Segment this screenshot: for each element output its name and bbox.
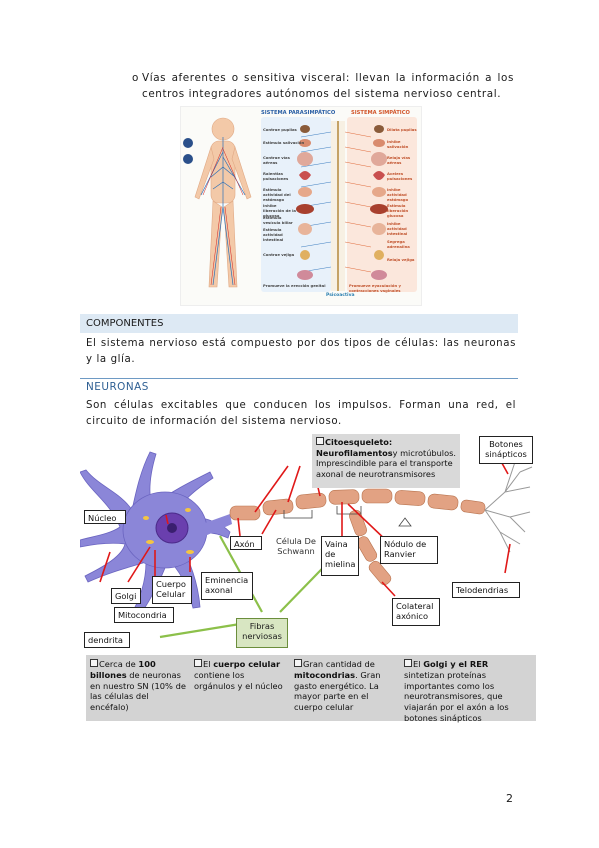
section-rule (80, 378, 518, 379)
myelin-sheath-label: Vaina de mielina (321, 536, 359, 576)
para-label-4: Ralentiza pulsaciones (263, 171, 289, 181)
symp-label-10: Promueve eyaculación y contracciones vag… (349, 283, 401, 293)
para-label-5: Estimula actividad del estómago (263, 187, 291, 202)
psicoactiva-logo: Psicoactiva (326, 293, 355, 298)
para-label-1: Contrae pupilas (263, 127, 297, 132)
symp-label-3: Relaja vías aéreas (387, 155, 411, 165)
symp-label-6: Estimula liberación glucosa (387, 203, 409, 218)
axon-label: Axón (230, 536, 262, 550)
neuron-notes-strip: Cerca de 100 billones de neuronas en nue… (86, 655, 536, 723)
para-label-8: Estimula actividad intestinal (263, 227, 284, 242)
symp-label-7: Inhibe actividad intestinal (387, 221, 408, 236)
cytoskeleton-note: Citoesqueleto: Neurofilamentosy microtúb… (312, 434, 460, 488)
symp-label-1: Dilata pupilas (387, 127, 417, 132)
para-label-2: Estimula salivación (263, 140, 305, 145)
note-neuron-count: Cerca de 100 billones de neuronas en nue… (90, 659, 186, 713)
para-label-10: Promueve la erección genital (263, 283, 326, 288)
bullet-item: o Vías aferentes o sensitiva visceral: l… (132, 70, 514, 102)
mitochondria-label: Mitocondria (114, 607, 174, 623)
checkbox-square-icon (294, 659, 302, 667)
axon-hillock-label: Eminencia axonal (201, 572, 253, 600)
schwann-cell-label: Célula De Schwann (276, 536, 316, 556)
telodendria-label: Telodendrias (452, 582, 520, 598)
neurons-heading: NEURONAS (86, 381, 149, 393)
neurons-text: Son células excitables que conducen los … (86, 400, 516, 427)
checkbox-square-icon (316, 437, 324, 445)
components-text: El sistema nervioso está compuesto por d… (86, 338, 516, 365)
checkbox-square-icon (194, 659, 202, 667)
autonomic-nervous-system-figure: SISTEMA PARASIMPÁTICO SISTEMA SIMPÁTICO … (180, 106, 422, 306)
para-label-7: Estimula vesícula biliar (263, 215, 293, 225)
axon-collateral-label: Colateral axónico (392, 598, 440, 626)
cell-body-label: Cuerpo Celular (152, 576, 192, 604)
nerve-fibers-label: Fibras nerviosas (236, 618, 288, 648)
nucleus-label: Núcleo (84, 510, 126, 524)
ranvier-node-label: Nódulo de Ranvier (380, 536, 438, 564)
para-label-3: Contrae vías aéreas (263, 155, 290, 165)
bullet-marker: o (132, 72, 139, 84)
para-label-6: Inhibe liberación de la glucosa (263, 203, 296, 218)
checkbox-square-icon (404, 659, 412, 667)
symp-label-2: Inhibe salivación (387, 139, 409, 149)
page-number: 2 (506, 792, 513, 805)
neuron-figure: Citoesqueleto: Neurofilamentosy microtúb… (80, 432, 536, 655)
para-label-9: Contrae vejiga (263, 252, 295, 257)
dendrite-label: dendrita (84, 632, 130, 648)
symp-label-4: Acelera pulsaciones (387, 171, 413, 181)
note-golgi-rer: El Golgi y el RER sintetizan proteínas i… (404, 659, 509, 723)
symp-label-9: Relaja vejiga (387, 257, 415, 262)
components-heading: COMPONENTES (80, 314, 518, 333)
bullet-text: Vías aferentes o sensitiva visceral: lle… (142, 72, 514, 100)
symp-label-5: Inhibe actividad estómago (387, 187, 409, 202)
note-cell-body: El cuerpo celular contiene los orgánulos… (194, 659, 283, 691)
sympathetic-title: SISTEMA SIMPÁTICO (351, 110, 410, 116)
synaptic-buttons-label: Botones sinápticos (479, 436, 533, 464)
symp-label-8: Segrega adrenalina (387, 239, 410, 249)
note-mitochondria: Gran cantidad de mitocondrias. Gran gast… (294, 659, 381, 713)
parasympathetic-title: SISTEMA PARASIMPÁTICO (261, 110, 336, 116)
golgi-label: Golgi (111, 588, 141, 604)
checkbox-square-icon (90, 659, 98, 667)
body-illustration (183, 117, 417, 292)
